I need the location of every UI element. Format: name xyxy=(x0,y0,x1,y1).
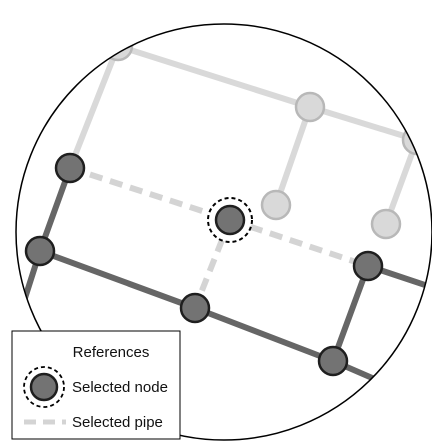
inactive-node xyxy=(370,208,402,240)
inactive-node xyxy=(102,30,134,62)
legend-selected-node-symbol xyxy=(23,366,65,408)
inactive-pipe xyxy=(307,104,420,143)
legend-title: References xyxy=(73,344,150,361)
active-node xyxy=(352,250,384,282)
active-pipe xyxy=(37,248,198,311)
inactive-pipe xyxy=(414,137,432,153)
active-node xyxy=(179,292,211,324)
legend-node-core xyxy=(29,372,59,402)
legend: References Selected node Selected pipe xyxy=(11,330,181,440)
inactive-nodes xyxy=(102,30,432,240)
inactive-pipe xyxy=(273,104,313,208)
inactive-pipes xyxy=(67,43,432,227)
inactive-node xyxy=(260,189,292,221)
view-boundary xyxy=(15,23,432,441)
selected-pipe xyxy=(229,217,369,269)
inactive-node xyxy=(401,124,432,156)
active-pipe xyxy=(192,305,336,364)
selected-node[interactable] xyxy=(207,197,253,243)
inactive-pipe xyxy=(67,43,121,171)
inactive-pipe xyxy=(115,43,313,110)
legend-selected-pipe-label: Selected pipe xyxy=(72,414,163,431)
selected-pipe xyxy=(69,165,231,223)
legend-selected-node-label: Selected node xyxy=(72,379,168,396)
inactive-node xyxy=(294,91,326,123)
active-node xyxy=(54,152,86,184)
selected-pipes xyxy=(69,165,369,310)
active-nodes xyxy=(24,152,384,377)
selected-node-core xyxy=(214,204,246,236)
active-node xyxy=(317,345,349,377)
selected-pipe xyxy=(192,218,233,310)
active-pipe xyxy=(330,263,371,364)
active-node xyxy=(24,235,56,267)
